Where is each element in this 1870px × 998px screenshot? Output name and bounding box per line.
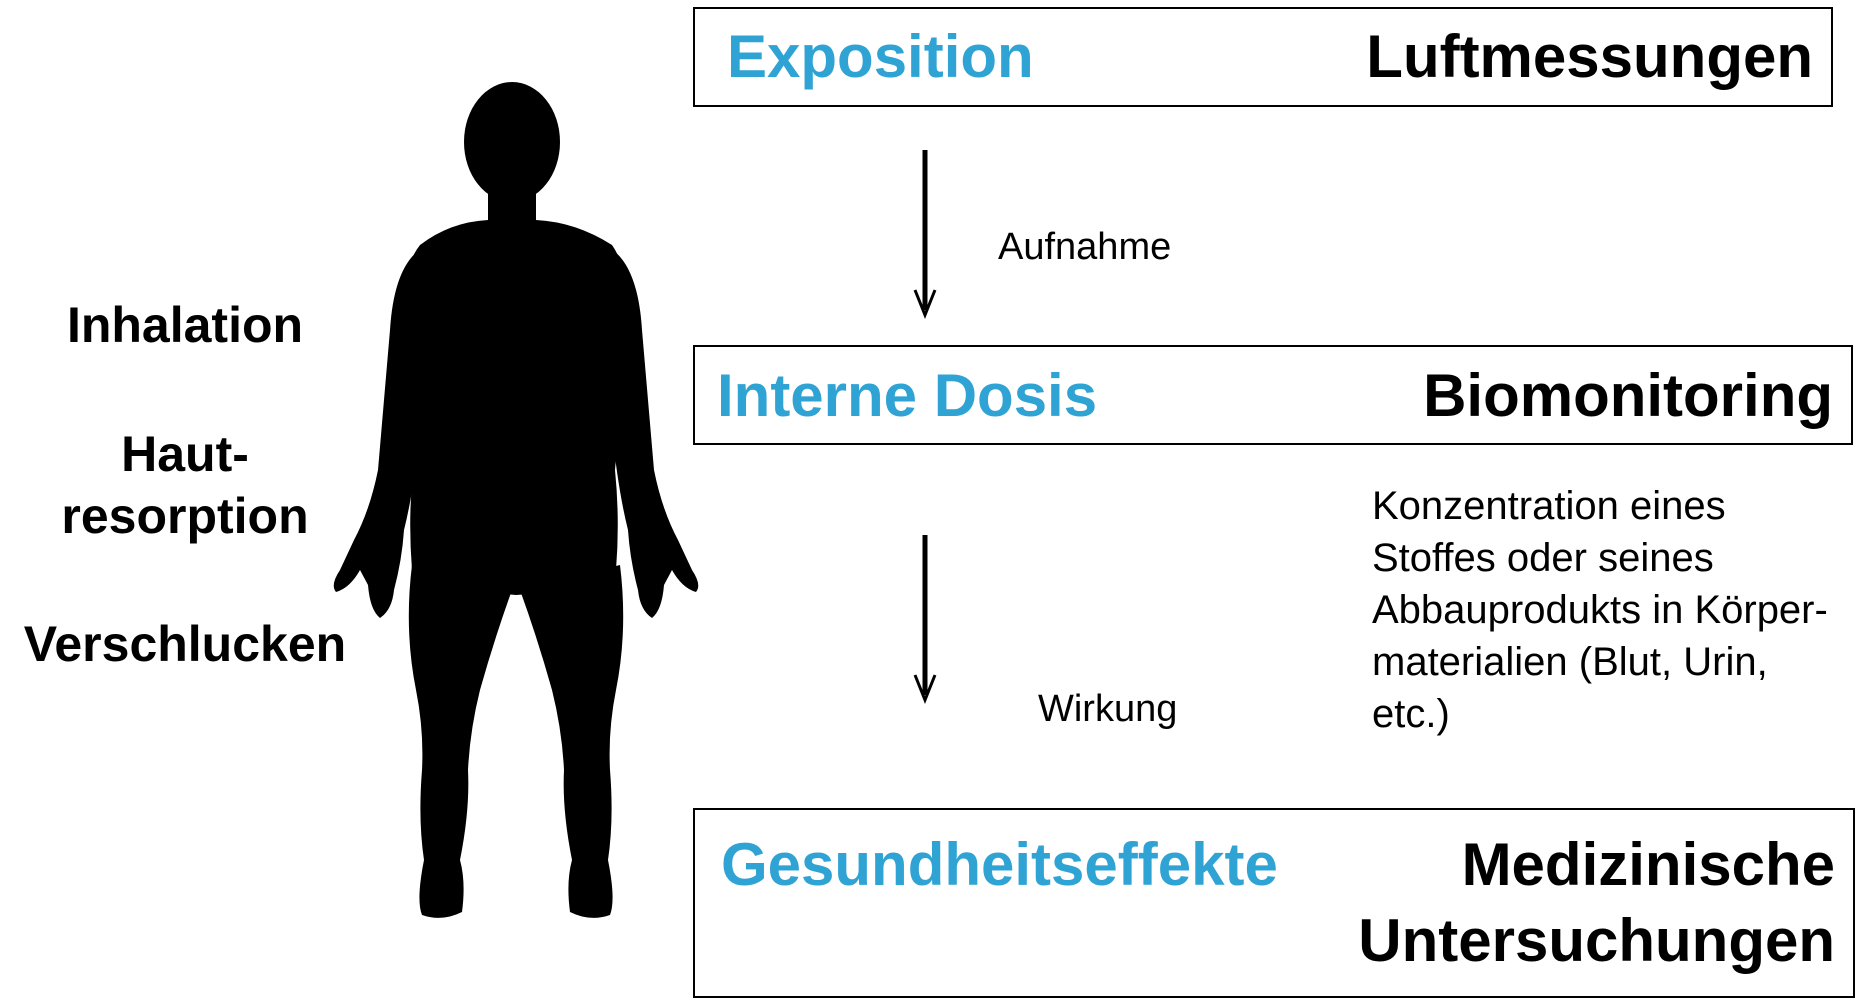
arrow-uptake-icon <box>910 150 940 320</box>
note-line: Konzentration eines <box>1372 480 1862 532</box>
method-medical-examinations-line2: Untersuchungen <box>1358 906 1835 975</box>
note-line: etc.) <box>1372 688 1862 740</box>
box-exposure: Exposition Luftmessungen <box>693 7 1833 107</box>
arrow-effect-icon <box>910 535 940 705</box>
route-skin-resorption-line2: resorption <box>40 486 330 546</box>
stage-exposure: Exposition <box>727 22 1034 91</box>
note-line: Abbauprodukts in Körper- <box>1372 584 1862 636</box>
method-medical-examinations-line1: Medizinische <box>1462 830 1835 899</box>
box-health-effects: Gesundheitseffekte Medizinische Untersuc… <box>693 808 1855 998</box>
label-uptake: Aufnahme <box>998 226 1171 269</box>
human-silhouette-icon <box>320 70 720 930</box>
route-inhalation: Inhalation <box>40 295 330 355</box>
stage-health-effects: Gesundheitseffekte <box>721 830 1278 899</box>
biomonitoring-description: Konzentration eines Stoffes oder seines … <box>1372 480 1862 740</box>
route-ingestion: Verschlucken <box>0 614 370 674</box>
route-skin-resorption-line1: Haut- <box>40 424 330 484</box>
note-line: materialien (Blut, Urin, <box>1372 636 1862 688</box>
method-air-measurements: Luftmessungen <box>1366 22 1813 91</box>
note-line: Stoffes oder seines <box>1372 532 1862 584</box>
stage-internal-dose: Interne Dosis <box>717 361 1097 430</box>
method-biomonitoring: Biomonitoring <box>1423 361 1833 430</box>
box-internal-dose: Interne Dosis Biomonitoring <box>693 345 1853 445</box>
label-effect: Wirkung <box>1038 688 1177 731</box>
